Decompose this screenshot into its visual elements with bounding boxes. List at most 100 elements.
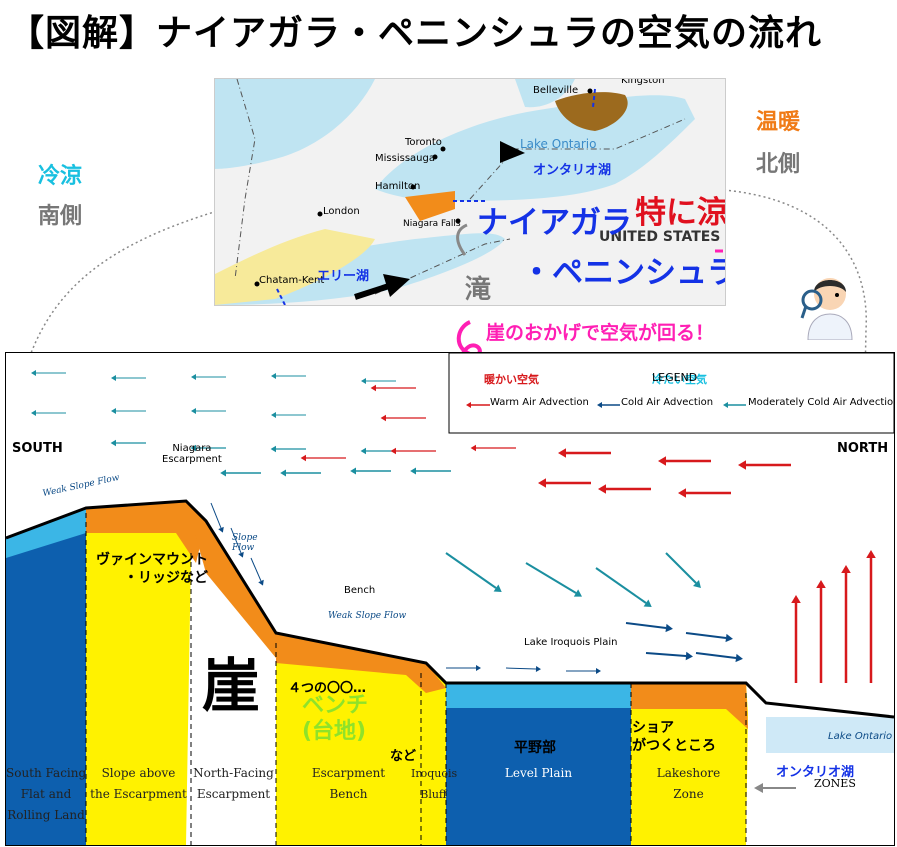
- air-flow-arrows: [31, 370, 876, 683]
- zone-label: Slope above the Escarpment: [90, 766, 187, 801]
- air-arrow-head: [410, 467, 416, 475]
- air-arrow-head: [535, 666, 541, 672]
- map-annotation-tokuni: 特に涼: [635, 195, 726, 231]
- air-arrow: [695, 652, 737, 659]
- map-annotation-ontario-jp: オンタリオ湖: [533, 163, 612, 178]
- legend-cold-jp: 冷たい空気: [652, 373, 707, 386]
- air-arrow: [250, 557, 262, 582]
- zone-slope-above: Slope above the Escarpment: [86, 763, 191, 805]
- air-arrow-head: [191, 374, 196, 380]
- air-arrow: [645, 652, 687, 657]
- air-arrow: [625, 622, 667, 629]
- zone-label: North-Facing Escarpment: [193, 766, 274, 801]
- air-arrow-head: [476, 665, 481, 671]
- air-arrow: [230, 527, 242, 554]
- air-arrow-head: [270, 445, 276, 453]
- air-arrow-head: [658, 456, 666, 466]
- scientist-avatar-icon: [800, 278, 853, 340]
- page-title: 【図解】ナイアガラ・ペニンシュラの空気の流れ: [8, 13, 823, 54]
- diagram-caption: 崖のおかげで空気が回る！: [486, 322, 715, 344]
- map-label-kingston: Kingston: [621, 78, 665, 86]
- jp-nado: など: [390, 749, 417, 764]
- air-arrow-head: [573, 589, 583, 597]
- jp-gake: 崖: [202, 652, 261, 720]
- label-weak-slope-flow-2: Weak Slope Flow: [328, 611, 407, 621]
- region-map: Belleville Kingston Toronto Mississauga …: [214, 78, 726, 306]
- air-arrow-head: [725, 633, 733, 643]
- jp-ontario: オンタリオ湖: [776, 765, 855, 780]
- air-arrow-head: [380, 414, 386, 422]
- legend-warm-label: Warm Air Advection: [490, 397, 589, 408]
- label-south-side: 南側: [38, 204, 83, 229]
- air-arrow-head: [350, 467, 356, 475]
- air-arrow-head: [218, 526, 224, 533]
- air-arrow: [445, 552, 497, 589]
- map-label-chatam-kent: Chatam-Kent: [259, 275, 325, 286]
- map-label-united-states: UNITED STATES: [599, 229, 721, 245]
- air-arrow-head: [360, 447, 366, 455]
- map-label-niagara-falls: Niagara Falls: [403, 219, 461, 229]
- zone-iroquois-bluff: Iroquois Bluff: [411, 763, 458, 805]
- air-arrow-head: [390, 447, 396, 455]
- legend-warm-jp: 暖かい空気: [484, 373, 539, 386]
- air-arrow-head: [271, 373, 276, 379]
- legend-cold-label: Cold Air Advection: [621, 397, 714, 408]
- air-arrow: [525, 562, 577, 594]
- zone-label: Iroquois Bluff: [411, 767, 458, 801]
- label-north-side: 北側: [756, 152, 801, 177]
- map-annotation-erie-jp: エリー湖: [317, 269, 370, 284]
- air-arrow: [685, 632, 727, 639]
- air-arrow: [665, 552, 697, 584]
- map-label-belleville: Belleville: [533, 85, 579, 96]
- air-arrow-head: [361, 378, 366, 384]
- label-slope-flow: Slope Flow: [232, 533, 258, 553]
- air-arrow-head: [31, 410, 36, 416]
- air-arrow-head: [685, 651, 693, 661]
- label-lake-iroquois-plain: Lake Iroquois Plain: [524, 637, 618, 648]
- legend-title: LEGEND: [652, 371, 698, 384]
- air-arrow: [505, 667, 537, 670]
- air-arrow-head: [558, 448, 566, 458]
- air-arrow-head: [280, 469, 286, 477]
- map-shapes: [215, 79, 725, 305]
- air-arrow-head: [111, 408, 116, 414]
- air-arrow-head: [238, 551, 244, 558]
- label-south: SOUTH: [12, 441, 63, 456]
- zone-label: Lakeshore Zone: [656, 766, 721, 801]
- label-warm: 温暖: [756, 110, 801, 135]
- zone-escarpment-bench: Escarpment Bench: [276, 763, 421, 805]
- air-arrow-head: [866, 550, 876, 558]
- zone-label: Level Plain: [504, 766, 573, 780]
- zone-label: Escarpment Bench: [311, 766, 386, 801]
- zone-south-facing: South Facing Flat and Rolling Land: [6, 763, 86, 826]
- air-arrow-head: [693, 580, 701, 588]
- air-arrow-head: [111, 375, 116, 381]
- jp-four: ４つの〇〇…: [288, 681, 367, 696]
- air-arrow-head: [735, 653, 743, 663]
- air-arrow-head: [370, 384, 376, 392]
- jp-vinemount: ヴァインマウント ・リッジなど: [96, 552, 208, 586]
- air-arrow-head: [738, 460, 746, 470]
- air-arrow-head: [841, 565, 851, 573]
- map-label-london: London: [323, 206, 360, 217]
- air-arrow-head: [816, 580, 826, 588]
- map-annotation-niagara-jp: ナイアガラ: [477, 205, 632, 241]
- air-arrow-head: [493, 584, 502, 593]
- air-arrow-head: [538, 478, 546, 488]
- legend-moderate-label: Moderately Cold Air Advection: [748, 397, 895, 408]
- air-arrow-head: [271, 412, 276, 418]
- jp-bench: ベンチ (台地): [302, 693, 369, 744]
- zone-level-plain: Level Plain: [446, 763, 631, 784]
- air-arrow-head: [300, 454, 306, 462]
- jp-heiya: 平野部: [514, 740, 556, 756]
- air-arrow-head: [791, 595, 801, 603]
- zone-north-facing: North-Facing Escarpment: [191, 763, 276, 805]
- air-arrow-head: [643, 599, 652, 608]
- zone-lakeshore: Lakeshore Zone: [631, 763, 746, 805]
- label-lake-ontario: Lake Ontario: [828, 731, 893, 742]
- cross-section-diagram: 暖かい空気 冷たい空気 LEGEND Warm Air Advection Co…: [5, 352, 895, 846]
- air-arrow-head: [110, 439, 116, 447]
- air-arrow-head: [678, 488, 686, 498]
- label-north: NORTH: [837, 441, 889, 456]
- air-arrow-head: [190, 444, 196, 452]
